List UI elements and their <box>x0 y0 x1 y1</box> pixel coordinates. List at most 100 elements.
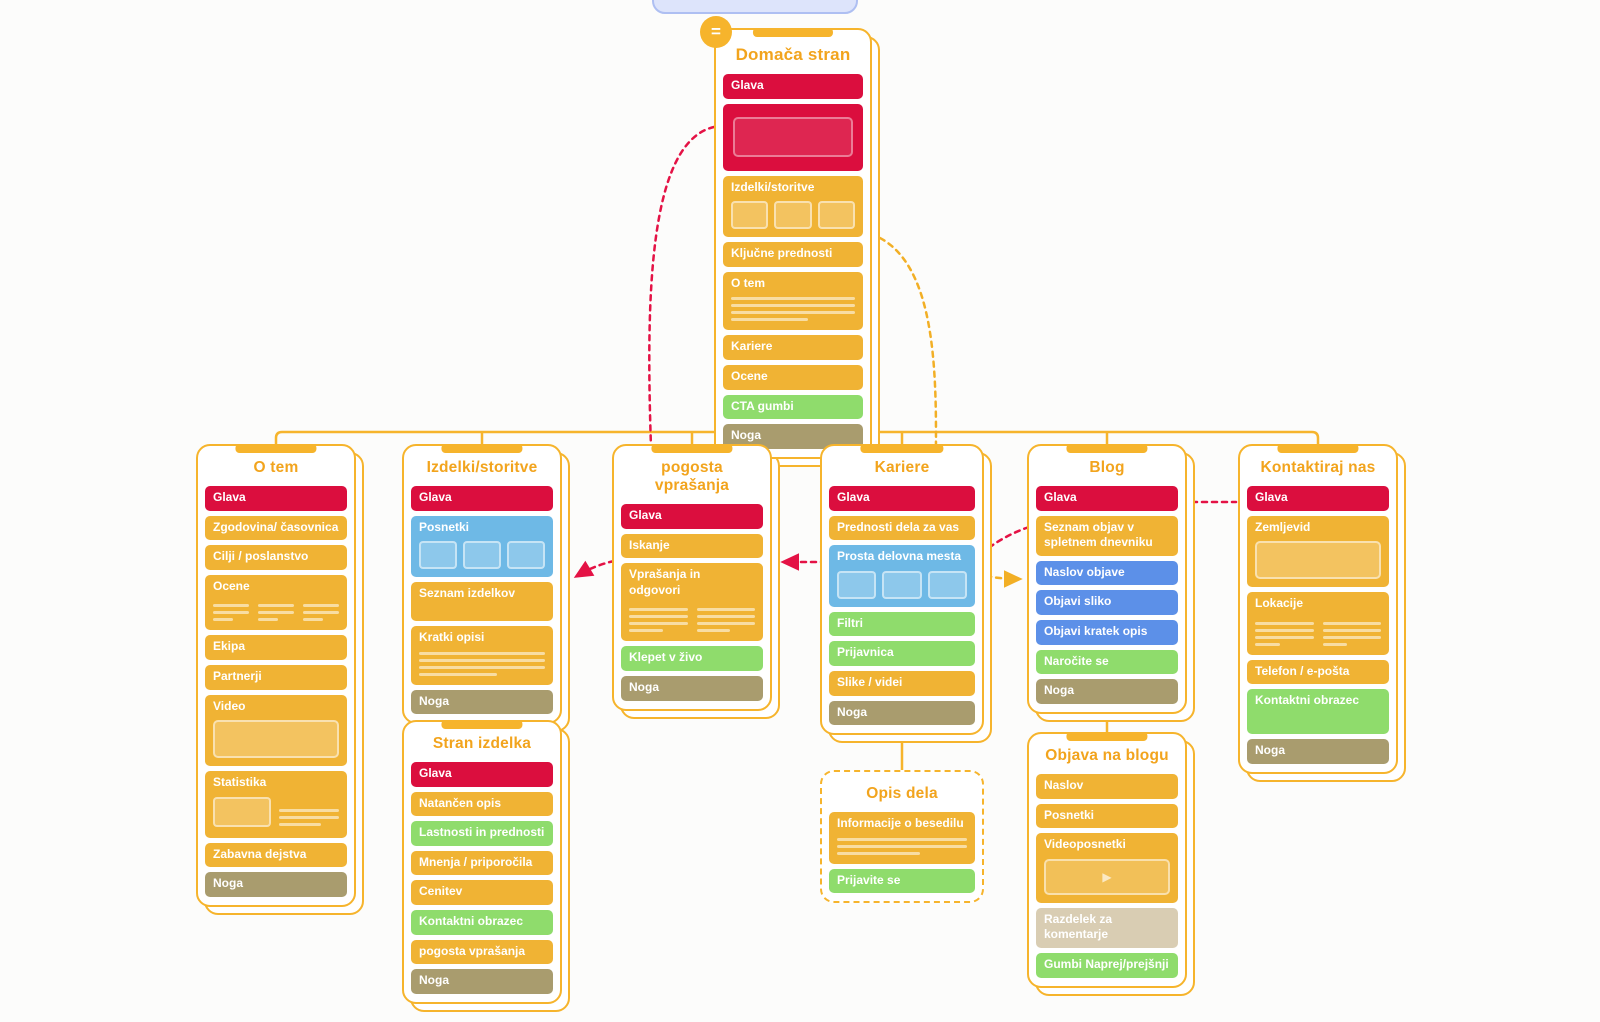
section-ocene[interactable]: Ocene <box>723 364 863 390</box>
section-noga[interactable]: Noga <box>411 969 553 994</box>
section-narocite-se[interactable]: Naročite se <box>1036 649 1178 675</box>
node-title[interactable]: pogosta vprašanja <box>654 459 730 494</box>
section-o-tem[interactable]: O tem <box>723 271 863 331</box>
node-title[interactable]: Stran izdelka <box>432 735 532 752</box>
section-block[interactable] <box>723 103 863 171</box>
section-pogosta-vprasanja[interactable]: pogosta vprašanja <box>411 939 553 965</box>
section-filtri[interactable]: Filtri <box>829 611 975 637</box>
section-ekipa[interactable]: Ekipa <box>205 635 347 660</box>
section-noga[interactable]: Noga <box>1036 679 1178 704</box>
section-gumbi-naprej-prejsnji[interactable]: Gumbi Naprej/prejšnji <box>1036 952 1178 978</box>
section-label: Prijavite se <box>837 872 901 887</box>
section-glava[interactable]: Glava <box>1036 486 1178 511</box>
section-natancen-opis[interactable]: Natančen opis <box>411 791 553 817</box>
section-noga[interactable]: Noga <box>411 689 553 715</box>
section-videoposnetki[interactable]: Videoposnetki▶ <box>1036 833 1178 903</box>
section-noga[interactable]: Noga <box>205 872 347 897</box>
section-objavi-kratek-opis[interactable]: Objavi kratek opis <box>1036 619 1178 645</box>
section-izdelki-storitve[interactable]: Izdelki/storitve <box>723 175 863 238</box>
video-player-placeholder: ▶ <box>1044 858 1170 895</box>
section-seznam-izdelkov[interactable]: Seznam izdelkov <box>411 582 553 622</box>
node-title[interactable]: Objava na blogu <box>1045 747 1169 764</box>
node-title[interactable]: Domača stran <box>735 45 851 64</box>
text-lines-placeholder <box>731 297 855 322</box>
section-glava[interactable]: Glava <box>1247 486 1389 511</box>
section-ocene[interactable]: Ocene <box>205 574 347 631</box>
section-label: Posnetki <box>1044 807 1095 822</box>
section-prijavite-se[interactable]: Prijavite se <box>829 868 975 894</box>
section-prijavnica[interactable]: Prijavnica <box>829 641 975 666</box>
section-zabavna-dejstva[interactable]: Zabavna dejstva <box>205 842 347 868</box>
section-label: Lastnosti in prednosti <box>419 825 545 840</box>
section-zemljevid[interactable]: Zemljevid <box>1247 515 1389 588</box>
section-razdelek-za-komentarje[interactable]: Razdelek za komentarje <box>1036 907 1178 948</box>
section-lastnosti-in-prednosti[interactable]: Lastnosti in prednosti <box>411 821 553 846</box>
section-cenitev[interactable]: Cenitev <box>411 880 553 905</box>
section-kljucne-prednosti[interactable]: Ključne prednosti <box>723 242 863 267</box>
section-zgodovina-casovnica[interactable]: Zgodovina/ časovnica <box>205 515 347 541</box>
section-mnenja-priporocila[interactable]: Mnenja / priporočila <box>411 850 553 876</box>
toolbar-pill[interactable] <box>652 0 858 14</box>
section-noga[interactable]: Noga <box>829 700 975 726</box>
text-lines-placeholder <box>419 651 545 676</box>
section-noga[interactable]: Noga <box>1247 739 1389 764</box>
section-kontaktni-obrazec[interactable]: Kontaktni obrazec <box>1247 689 1389 735</box>
screen-notch <box>651 444 733 453</box>
section-posnetki[interactable]: Posnetki <box>411 515 553 578</box>
section-label: Naročite se <box>1044 653 1109 668</box>
section-prednosti-dela-za-vas[interactable]: Prednosti dela za vas <box>829 515 975 541</box>
section-kontaktni-obrazec[interactable]: Kontaktni obrazec <box>411 909 553 935</box>
section-naslov-objave[interactable]: Naslov objave <box>1036 560 1178 586</box>
node-title[interactable]: Blog <box>1089 459 1125 476</box>
section-label: Glava <box>837 490 870 504</box>
section-lokacije[interactable]: Lokacije <box>1247 592 1389 655</box>
section-prosta-delovna-mesta[interactable]: Prosta delovna mesta <box>829 545 975 607</box>
section-seznam-objav-v-spletnem-dnevniku[interactable]: Seznam objav v spletnem dnevniku <box>1036 515 1178 556</box>
menu-icon[interactable]: = <box>700 16 732 48</box>
node-title[interactable]: Opis dela <box>866 785 938 802</box>
section-glava[interactable]: Glava <box>829 486 975 511</box>
section-noga[interactable]: Noga <box>621 675 763 701</box>
section-posnetki[interactable]: Posnetki <box>1036 803 1178 829</box>
section-slike-videi[interactable]: Slike / videi <box>829 670 975 696</box>
section-klepet-v-zivo[interactable]: Klepet v živo <box>621 646 763 671</box>
section-objavi-sliko[interactable]: Objavi sliko <box>1036 590 1178 615</box>
node-title[interactable]: O tem <box>253 459 299 476</box>
node-title[interactable]: Izdelki/storitve <box>426 459 538 476</box>
section-kariere[interactable]: Kariere <box>723 335 863 360</box>
section-glava[interactable]: Glava <box>723 74 863 99</box>
section-label: Klepet v živo <box>629 650 703 665</box>
section-informacije-o-besedilu[interactable]: Informacije o besedilu <box>829 812 975 864</box>
section-cilji-poslanstvo[interactable]: Cilji / poslanstvo <box>205 545 347 570</box>
section-label: Ocene <box>213 578 250 593</box>
section-video[interactable]: Video <box>205 694 347 767</box>
section-naslov[interactable]: Naslov <box>1036 774 1178 799</box>
section-statistika[interactable]: Statistika <box>205 771 347 838</box>
section-glava[interactable]: Glava <box>205 486 347 511</box>
section-iskanje[interactable]: Iskanje <box>621 533 763 559</box>
section-vprasanja-in-odgovori[interactable]: Vprašanja in odgovori <box>621 563 763 642</box>
node-title[interactable]: Kontaktiraj nas <box>1260 459 1376 476</box>
section-glava[interactable]: Glava <box>411 486 553 511</box>
section-telefon-e-posta[interactable]: Telefon / e-pošta <box>1247 659 1389 685</box>
section-partnerji[interactable]: Partnerji <box>205 664 347 690</box>
section-glava[interactable]: Glava <box>411 762 553 787</box>
screen-notch <box>1277 444 1359 453</box>
thumbnail-row-placeholder <box>731 201 855 230</box>
section-cta-gumbi[interactable]: CTA gumbi <box>723 394 863 420</box>
section-kratki-opisi[interactable]: Kratki opisi <box>411 626 553 685</box>
node-title[interactable]: Kariere <box>874 459 930 476</box>
section-label: Glava <box>213 490 246 504</box>
screen-notch <box>1066 732 1148 741</box>
section-glava[interactable]: Glava <box>621 504 763 529</box>
